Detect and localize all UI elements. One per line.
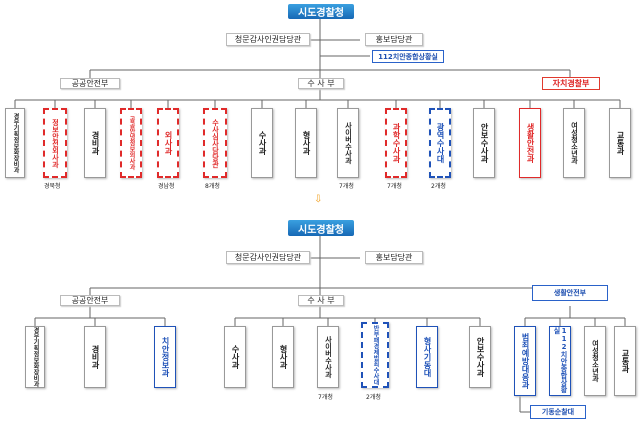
audit-officer-box-bottom: 청문감사인권담당관 bbox=[226, 251, 310, 264]
investigation-dept-top: 수 사 부 bbox=[298, 78, 344, 89]
public-safety-dept-top: 공공안전부 bbox=[60, 78, 120, 89]
situation-room-box-top: 112치안종합상황실 bbox=[372, 50, 444, 63]
pr-officer-box-bottom: 홍보담당관 bbox=[365, 251, 423, 264]
unit-bottom-6: 반부패경제범죄수사대 bbox=[361, 322, 389, 388]
unit-top-4: 외사과 bbox=[157, 108, 179, 178]
unit-top-6: 수사과 bbox=[251, 108, 273, 178]
unit-top-7: 형사과 bbox=[295, 108, 317, 178]
unit-bottom-9: 범죄예방대응과 bbox=[514, 326, 536, 396]
unit-top-3: 공공안녕정보외사과 bbox=[120, 108, 142, 178]
hq-title-bottom: 시도경찰청 bbox=[288, 220, 354, 236]
unit-top-12: 생활안전과 bbox=[519, 108, 541, 178]
note-top-1: 경남청 bbox=[158, 183, 175, 190]
unit-bottom-0: 경무기획정보화장비과 bbox=[25, 326, 45, 388]
unit-top-9: 과학수사과 bbox=[385, 108, 407, 178]
note-top-3: 7개청 bbox=[339, 183, 354, 190]
unit-bottom-11: 여성청소년과 bbox=[584, 326, 606, 396]
unit-bottom-8: 안보수사과 bbox=[469, 326, 491, 388]
unit-bottom-5: 사이버수사과 bbox=[317, 326, 339, 388]
note-top-4: 7개청 bbox=[387, 183, 402, 190]
unit-top-2: 경비과 bbox=[84, 108, 106, 178]
note-bottom-1: 2개청 bbox=[366, 394, 381, 401]
unit-bottom-10: 112치안종합상황실 bbox=[549, 326, 571, 396]
unit-bottom-1: 경비과 bbox=[84, 326, 106, 388]
unit-top-11: 안보수사과 bbox=[473, 108, 495, 178]
unit-top-13: 여성청소년과 bbox=[563, 108, 585, 178]
patrol-unit-box: 기동순찰대 bbox=[530, 405, 586, 419]
down-arrow-icon: ⇩ bbox=[314, 194, 323, 205]
unit-bottom-3: 수사과 bbox=[224, 326, 246, 388]
audit-officer-box-top: 청문감사인권담당관 bbox=[226, 33, 310, 46]
unit-top-0: 경무기획정보화장비과 bbox=[5, 108, 25, 178]
unit-top-10: 광역수사대 bbox=[429, 108, 451, 178]
pr-officer-box-top: 홍보담당관 bbox=[365, 33, 423, 46]
hq-title-top: 시도경찰청 bbox=[288, 4, 354, 19]
note-top-2: 8개청 bbox=[205, 183, 220, 190]
note-top-5: 2개청 bbox=[431, 183, 446, 190]
unit-top-14: 교통과 bbox=[609, 108, 631, 178]
note-bottom-0: 7개청 bbox=[318, 394, 333, 401]
unit-bottom-7: 형사기동대 bbox=[416, 326, 438, 388]
unit-bottom-12: 교통과 bbox=[614, 326, 636, 396]
investigation-dept-bottom: 수 사 부 bbox=[298, 295, 344, 306]
autonomous-police-dept-top: 자치경찰부 bbox=[542, 77, 600, 90]
note-top-0: 경북청 bbox=[44, 183, 61, 190]
unit-top-5: 수사심사담당관 bbox=[203, 108, 227, 178]
unit-bottom-2: 치안정보과 bbox=[154, 326, 176, 388]
unit-top-8: 사이버수사과 bbox=[337, 108, 359, 178]
unit-top-1: 정보안전외사과 bbox=[43, 108, 67, 178]
community-safety-dept-bottom: 생활안전부 bbox=[532, 285, 608, 301]
public-safety-dept-bottom: 공공안전부 bbox=[60, 295, 120, 306]
unit-bottom-4: 형사과 bbox=[272, 326, 294, 388]
